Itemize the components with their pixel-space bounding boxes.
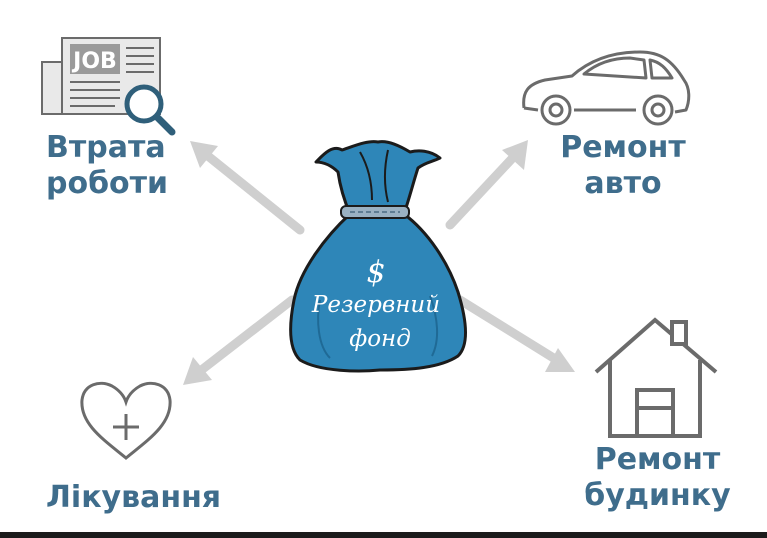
- arrow-to-treatment: [190, 295, 297, 380]
- label-house-repair-line2: будинку: [584, 478, 731, 513]
- arrow-to-car-repair: [445, 145, 525, 230]
- label-job-loss: Втрата роботи: [46, 130, 168, 202]
- label-car-repair-line1: Ремонт: [560, 130, 686, 165]
- arrow-head-treatment: [183, 357, 212, 385]
- car-icon: [522, 50, 691, 126]
- arrows: [183, 140, 575, 385]
- arrow-head-house-repair: [545, 348, 575, 372]
- newspaper-job-text: JOB: [71, 49, 117, 74]
- label-house-repair: Ремонт будинку: [570, 442, 745, 514]
- heart-plus-icon: [80, 381, 172, 460]
- arrow-head-job-loss: [190, 141, 218, 168]
- bag-text-line2: фонд: [349, 326, 411, 352]
- arrow-to-job-loss: [193, 143, 305, 235]
- bag-dollar-symbol: $: [366, 255, 385, 290]
- label-treatment: Лікування: [46, 480, 222, 515]
- label-job-loss-line1: Втрата: [46, 130, 166, 165]
- arrow-head-car-repair: [502, 140, 528, 170]
- bag-text-line1: Резервний: [311, 292, 440, 318]
- bottom-border: [0, 532, 767, 538]
- house-icon: [594, 317, 718, 438]
- label-house-repair-line1: Ремонт: [594, 442, 721, 477]
- magnifier-icon: [124, 84, 176, 136]
- money-bag: [289, 140, 468, 373]
- label-job-loss-line2: роботи: [46, 166, 169, 201]
- label-car-repair: Ремонт авто: [548, 130, 698, 202]
- label-car-repair-line2: авто: [584, 166, 662, 201]
- arrow-to-house-repair: [455, 295, 565, 367]
